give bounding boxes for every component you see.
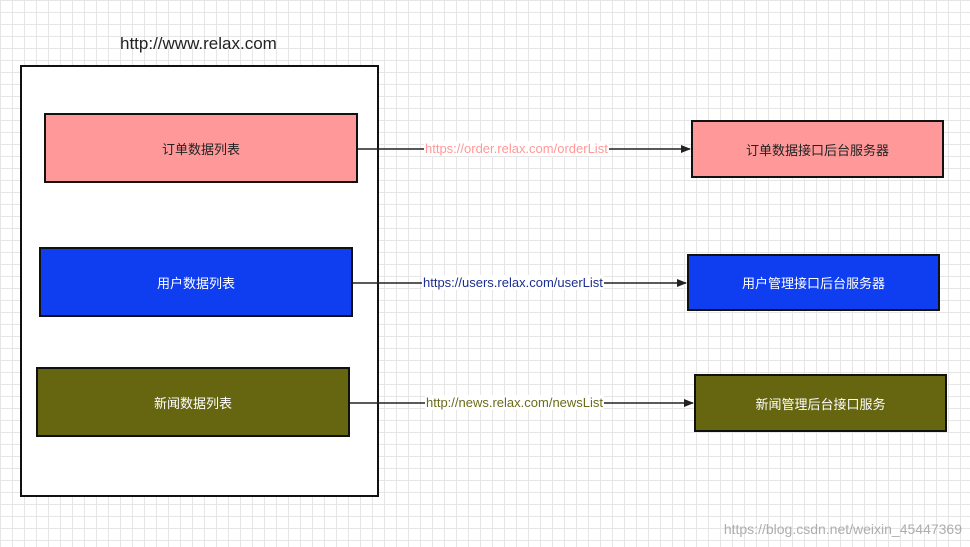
order-service-node: 订单数据接口后台服务器 [691,120,944,178]
site-url-title: http://www.relax.com [120,34,277,53]
users-service-label: 用户管理接口后台服务器 [741,277,885,292]
order-api-url-label: https://order.relax.com/orderList [424,141,609,156]
order-data-list-node: 订单数据列表 [44,113,358,183]
users-api-url-label: https://users.relax.com/userList [422,275,604,290]
user-data-list-node: 用户数据列表 [39,247,353,317]
news-service-node: 新闻管理后台接口服务 [694,374,947,432]
news-data-list-label: 新闻数据列表 [153,396,232,412]
order-service-label: 订单数据接口后台服务器 [745,143,889,159]
users-service-node: 用户管理接口后台服务器 [687,254,940,311]
order-data-list-label: 订单数据列表 [161,142,240,158]
watermark-text: https://blog.csdn.net/weixin_45447369 [723,521,962,537]
news-data-list-node: 新闻数据列表 [36,367,350,437]
user-data-list-label: 用户数据列表 [156,276,235,292]
news-service-label: 新闻管理后台接口服务 [755,397,886,413]
news-api-url-label: http://news.relax.com/newsList [425,395,605,410]
